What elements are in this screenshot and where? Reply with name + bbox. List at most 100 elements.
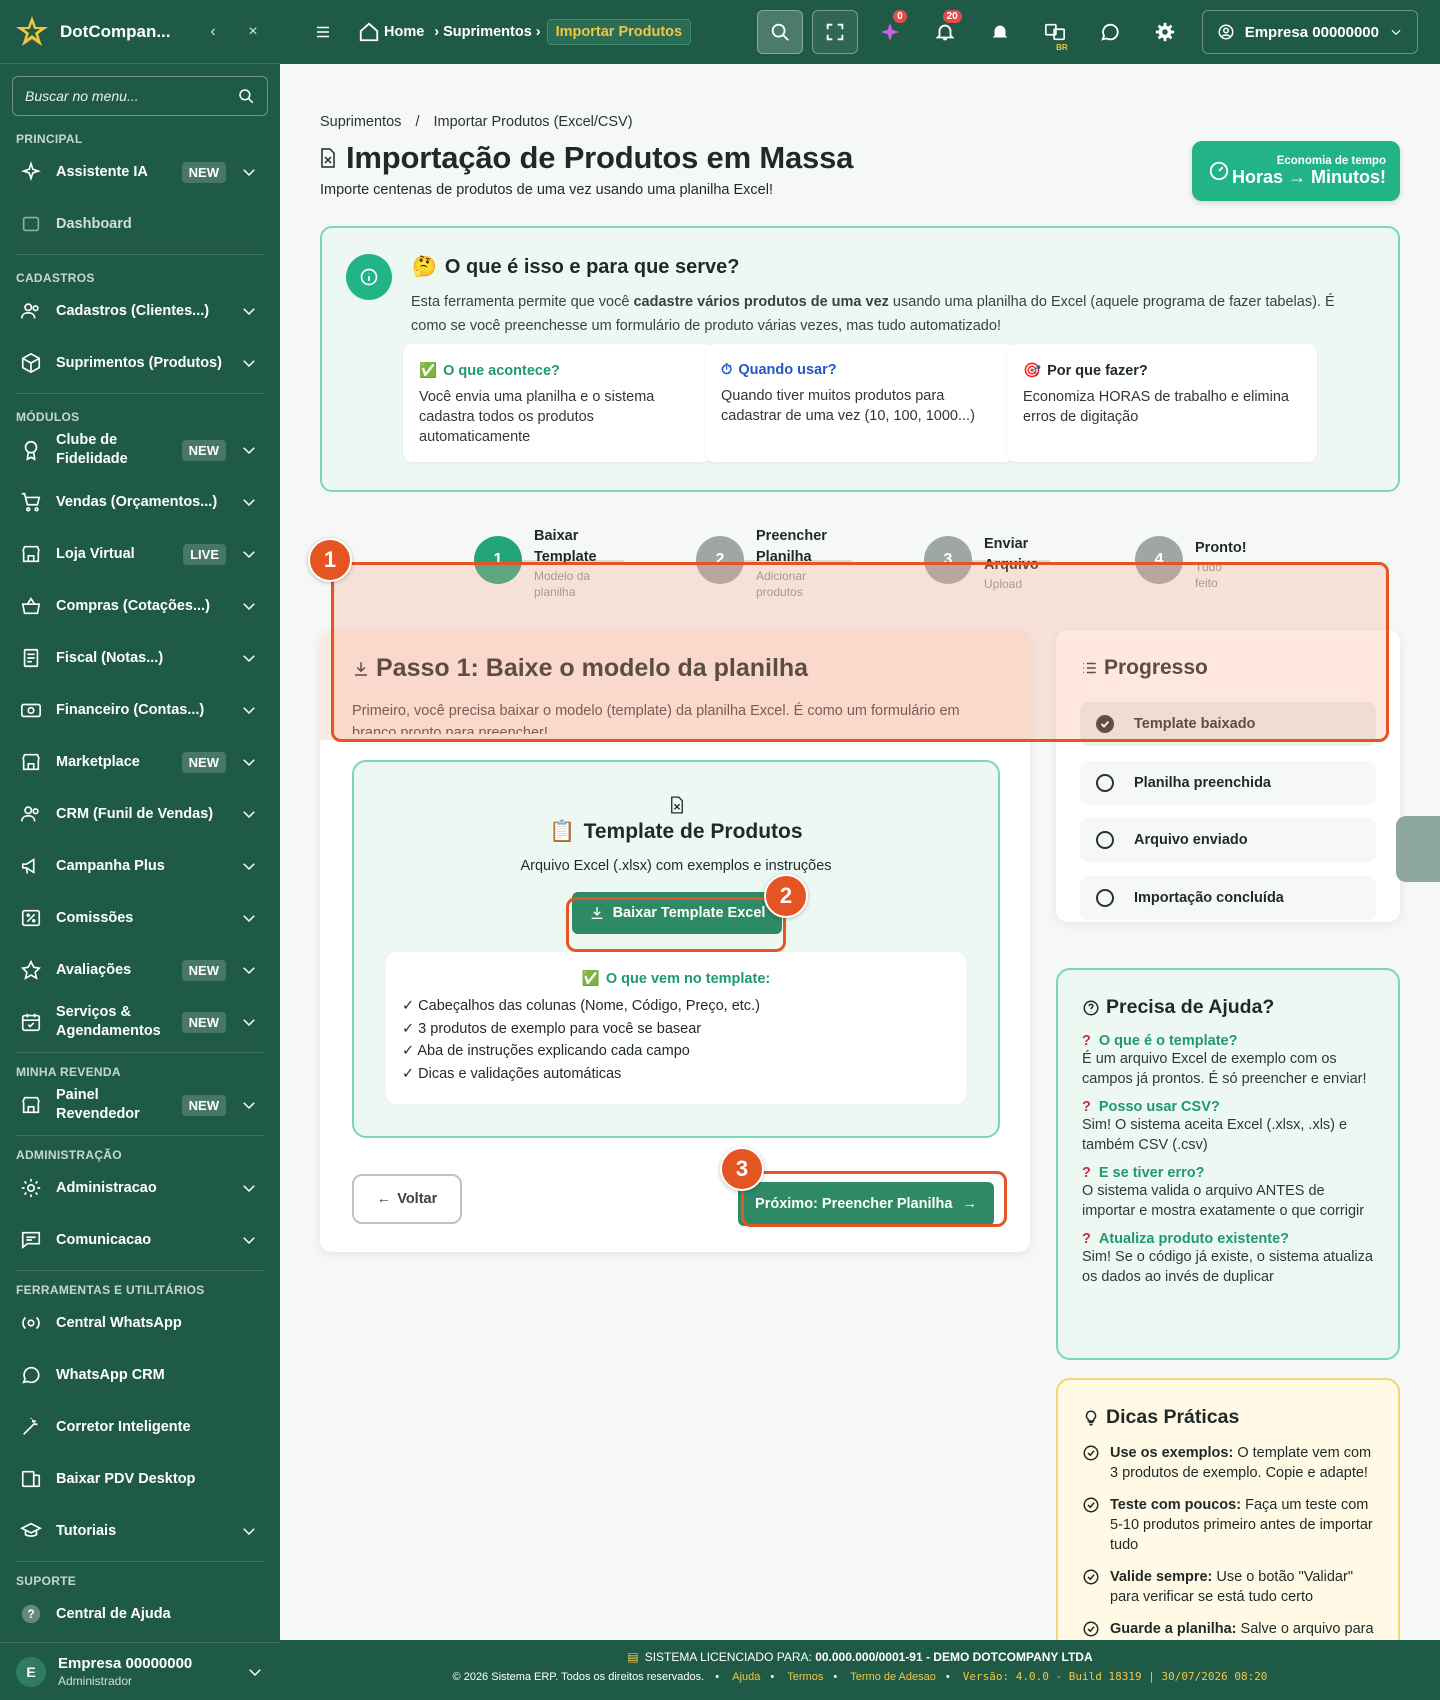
sidebar-item-administracao[interactable]: Administracao: [0, 1162, 280, 1214]
company-selector[interactable]: Empresa 00000000: [1201, 10, 1418, 54]
sidebar-item-loja-virtual[interactable]: Loja Virtual LIVE: [0, 528, 280, 580]
sidebar-item-label: Clube de Fidelidade: [56, 432, 128, 467]
dashboard-icon: [22, 216, 40, 232]
time-saving-text: Economia de tempo Horas → Minutos!: [1230, 155, 1386, 188]
sidebar-item-clube[interactable]: Clube de Fidelidade NEW: [0, 424, 280, 476]
question-mark-icon: ?: [1082, 1099, 1091, 1115]
sidebar-item-cadastros[interactable]: Cadastros (Clientes...): [0, 285, 280, 337]
sidebar-item-compras[interactable]: Compras (Cotações...): [0, 580, 280, 632]
menu-icon[interactable]: [314, 21, 332, 43]
breadcrumb-current: Importar Produtos (Excel/CSV): [433, 114, 633, 130]
sidebar-item-label: Assistente IA: [56, 163, 148, 180]
tip-text: Guarde a planilha: Salve o arquivo para: [1110, 1619, 1374, 1639]
alerts-button[interactable]: [977, 10, 1023, 54]
footer-link-adesao[interactable]: Termo de Adesao: [850, 1671, 936, 1683]
info-title: 🤔O que é isso e para que serve?: [412, 254, 739, 279]
footer-link-termos[interactable]: Termos: [787, 1671, 824, 1683]
side-drawer-handle[interactable]: [1396, 816, 1440, 882]
topbar: Home › Suprimentos › Importar Produtos 0…: [280, 0, 1440, 64]
sidebar-item-vendas[interactable]: Vendas (Orçamentos...): [0, 476, 280, 528]
tip-bold: Guarde a planilha:: [1110, 1621, 1237, 1637]
sidebar-item-avaliacoes[interactable]: Avaliações NEW: [0, 944, 280, 996]
sidebar-item-label: Comissões: [56, 909, 134, 926]
tip-text: Teste com poucos: Faça um teste com 5-10…: [1110, 1495, 1374, 1555]
tip-item: Teste com poucos: Faça um teste com 5-10…: [1082, 1495, 1374, 1555]
help-question-text: Posso usar CSV?: [1098, 1099, 1220, 1115]
tips-title: Dicas Práticas: [1082, 1406, 1374, 1429]
sidebar-item-comissoes[interactable]: Comissões: [0, 892, 280, 944]
sidebar-item-assistente-ia[interactable]: Assistente IA NEW: [0, 146, 280, 198]
devices-icon: [21, 1470, 41, 1488]
sidebar-item-financeiro[interactable]: Financeiro (Contas...): [0, 684, 280, 736]
sidebar-item-suprimentos[interactable]: Suprimentos (Produtos): [0, 337, 280, 389]
circle-icon: [1096, 831, 1114, 849]
chat-icon: [21, 1231, 41, 1250]
sidebar-item-label: Compras (Cotações...): [56, 597, 210, 614]
sidebar-item-label: Baixar PDV Desktop: [56, 1470, 196, 1487]
chevron-down-icon: [243, 1102, 255, 1110]
back-label: Voltar: [397, 1191, 438, 1207]
sidebar-item-pdv[interactable]: Baixar PDV Desktop: [0, 1453, 280, 1505]
help-answer: Sim! Se o código já existe, o sistema at…: [1082, 1249, 1373, 1285]
avatar: E: [16, 1656, 46, 1687]
expand-icon: [826, 23, 843, 41]
help-answer: É um arquivo Excel de exemplo com os cam…: [1082, 1051, 1367, 1087]
breadcrumb-parent[interactable]: Suprimentos: [320, 114, 402, 130]
chevron-down-icon: [243, 1237, 255, 1245]
sidebar-item-label: Serviços & Agendamentos: [56, 1004, 161, 1039]
sidebar-item-tutoriais[interactable]: Tutoriais: [0, 1505, 280, 1557]
sidebar-item-central-whatsapp[interactable]: Central WhatsApp: [0, 1297, 280, 1349]
sidebar-item-marketplace[interactable]: Marketplace NEW: [0, 736, 280, 788]
sidebar-item-central-ajuda[interactable]: ? Central de Ajuda: [0, 1588, 280, 1640]
sidebar-item-fiscal[interactable]: Fiscal (Notas...): [0, 632, 280, 684]
user-menu[interactable]: E Empresa 00000000 Administrador: [0, 1642, 280, 1700]
help-question: ? Posso usar CSV?: [1082, 1099, 1374, 1115]
stepper-line: [940, 560, 1050, 562]
cash-icon: [21, 703, 41, 718]
time-saving-label: Economia de tempo: [1276, 154, 1386, 167]
search-icon: [239, 89, 254, 104]
sidebar-item-label: Suprimentos (Produtos): [56, 354, 222, 371]
help-title: Precisa de Ajuda?: [1082, 996, 1374, 1019]
sidebar-item-crm[interactable]: CRM (Funil de Vendas): [0, 788, 280, 840]
company-name: Empresa 00000000: [1244, 23, 1379, 41]
sidebar-search-input[interactable]: Buscar no menu...: [12, 76, 268, 116]
fullscreen-button[interactable]: [811, 10, 858, 54]
divider: [16, 1052, 264, 1053]
sidebar-item-painel-revendedor[interactable]: Painel Revendedor NEW: [0, 1079, 280, 1131]
sidebar-item-whatsapp-crm[interactable]: WhatsApp CRM: [0, 1349, 280, 1401]
footer-link-ajuda[interactable]: Ajuda: [732, 1671, 761, 1683]
crumb-suprimentos[interactable]: Suprimentos: [443, 24, 532, 40]
sidebar-item-corretor[interactable]: Corretor Inteligente: [0, 1401, 280, 1453]
ai-button[interactable]: 0: [867, 10, 913, 54]
close-icon[interactable]: ×: [248, 22, 258, 40]
next-step-button[interactable]: Próximo: Preencher Planilha →: [738, 1182, 994, 1226]
language-button[interactable]: BR: [1032, 10, 1078, 54]
circle-icon: [1096, 889, 1114, 907]
footer-dot: •: [715, 1671, 720, 1683]
user-company: Empresa 00000000: [58, 1655, 193, 1672]
page-subtitle: Importe centenas de produtos de uma vez …: [320, 182, 773, 198]
search-button[interactable]: [756, 10, 803, 54]
collapse-icon[interactable]: ‹: [210, 22, 216, 40]
sidebar-item-dashboard[interactable]: Dashboard: [0, 198, 280, 250]
circle-icon: [1096, 774, 1114, 792]
check-square-icon: ✅: [419, 363, 438, 379]
notifications-button[interactable]: 20: [922, 10, 968, 54]
arrow-left-icon: ←: [376, 1191, 392, 1207]
sidebar-item-label: Vendas (Orçamentos...): [56, 493, 218, 510]
home-icon[interactable]: [358, 21, 380, 43]
sidebar-item-servicos[interactable]: Serviços & Agendamentos NEW: [0, 996, 280, 1048]
sidebar-item-comunicacao[interactable]: Comunicacao: [0, 1214, 280, 1266]
crumb-current: Importar Produtos: [546, 19, 692, 45]
sidebar-item-campanha[interactable]: Campanha Plus: [0, 840, 280, 892]
settings-button[interactable]: [1142, 10, 1188, 54]
back-button[interactable]: ← Voltar: [352, 1174, 462, 1224]
basket-icon: [21, 597, 41, 615]
broadcast-icon: [22, 1316, 40, 1330]
whatsapp-button[interactable]: [1087, 10, 1133, 54]
help-question-text: E se tiver erro?: [1098, 1165, 1205, 1181]
crumb-home[interactable]: Home: [384, 24, 425, 40]
